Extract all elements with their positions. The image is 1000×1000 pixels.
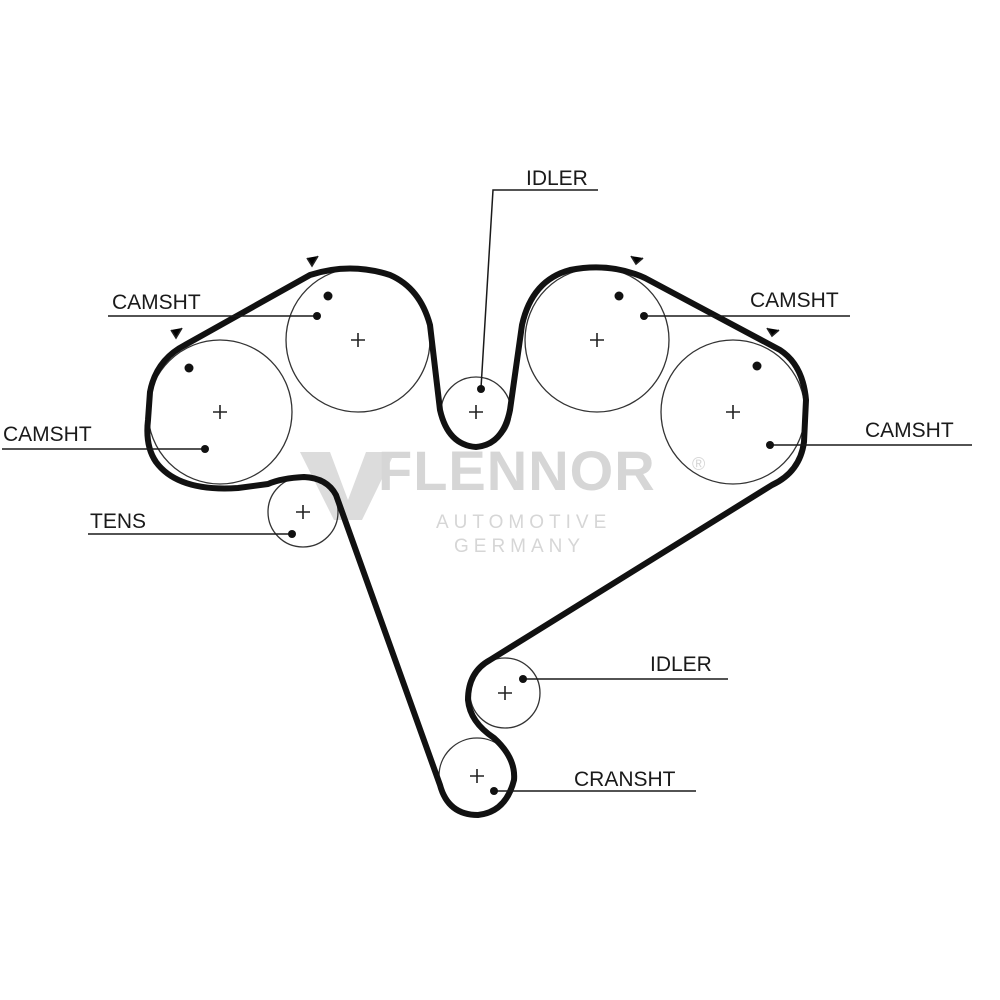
leader-dot-camshaft-upper-right — [640, 312, 648, 320]
center-mark-tensioner — [296, 505, 310, 519]
timing-dot-upper-right — [614, 291, 624, 301]
watermark-logo-mark — [300, 452, 395, 520]
labels: IDLER CAMSHT CAMSHT CAMSHT CAMSHT TENS I… — [3, 167, 954, 791]
label-camshaft-right: CAMSHT — [865, 419, 954, 442]
leader-lines — [2, 189, 972, 795]
label-idler-top: IDLER — [526, 167, 588, 190]
timing-tick-upper-right — [630, 255, 644, 266]
leader-dot-idler-lower — [519, 675, 527, 683]
center-mark-left — [213, 405, 227, 419]
timing-tick-left — [170, 327, 183, 340]
pulley-centres — [213, 333, 740, 783]
watermark-registered: ® — [692, 454, 705, 474]
watermark-line1: AUTOMOTIVE — [436, 512, 611, 533]
label-crankshaft: CRANSHT — [574, 768, 676, 791]
leader-dot-camshaft-right — [766, 441, 774, 449]
timing-marks — [170, 255, 780, 373]
leader-idler-top — [480, 189, 598, 389]
leader-dot-crankshaft — [490, 787, 498, 795]
leader-dot-idler-top — [477, 385, 485, 393]
label-camshaft-upper-left: CAMSHT — [112, 291, 201, 314]
watermark-line2: GERMANY — [454, 536, 585, 557]
label-idler-lower: IDLER — [650, 653, 712, 676]
center-mark-crankshaft — [470, 769, 484, 783]
label-camshaft-left: CAMSHT — [3, 423, 92, 446]
watermark-brand: FLENNOR — [378, 439, 656, 502]
leader-dot-tensioner — [288, 530, 296, 538]
label-tensioner: TENS — [90, 510, 146, 533]
leader-dot-camshaft-left — [201, 445, 209, 453]
timing-dot-left — [184, 363, 194, 373]
timing-dot-upper-left — [323, 291, 333, 301]
leader-dot-camshaft-upper-left — [313, 312, 321, 320]
center-mark-upper-right — [590, 333, 604, 347]
center-mark-idler-top — [469, 405, 483, 419]
center-mark-upper-left — [351, 333, 365, 347]
timing-tick-right — [766, 327, 780, 338]
center-mark-right — [726, 405, 740, 419]
timing-dot-right — [752, 361, 762, 371]
center-mark-idler-lower — [498, 686, 512, 700]
watermark: FLENNOR ® AUTOMOTIVE GERMANY — [300, 439, 705, 557]
timing-tick-upper-left — [306, 255, 319, 268]
label-camshaft-upper-right: CAMSHT — [750, 289, 839, 312]
timing-belt — [144, 264, 809, 818]
